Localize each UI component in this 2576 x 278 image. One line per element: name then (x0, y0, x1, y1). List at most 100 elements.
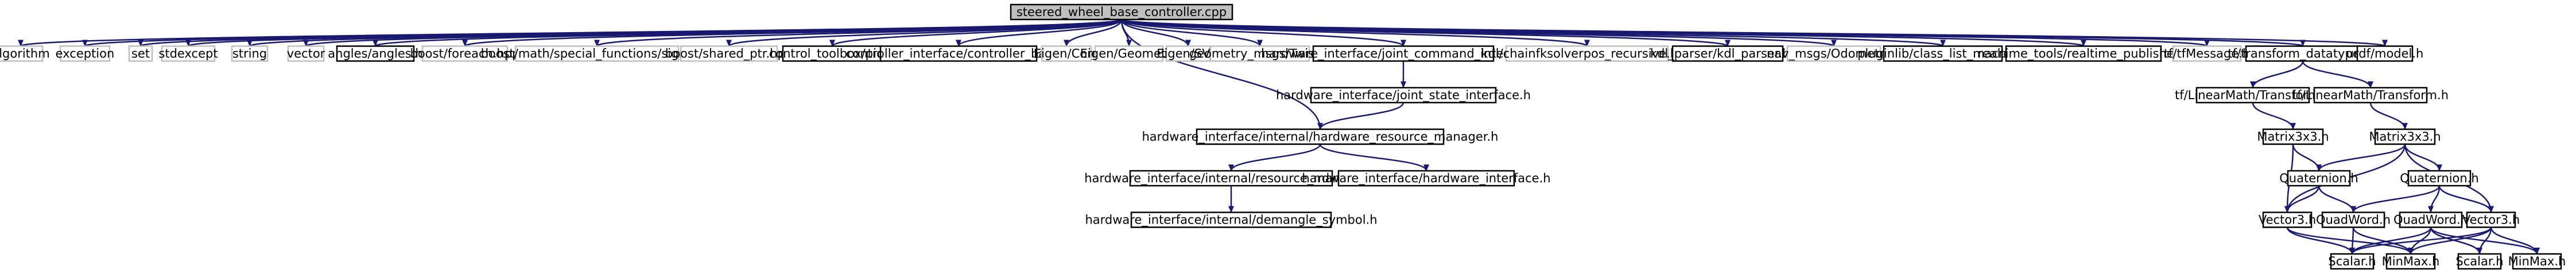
node-box-tflm_t2[interactable] (2313, 87, 2428, 104)
node-exception[interactable]: exception (56, 45, 115, 62)
node-box-hi[interactable] (1337, 170, 1515, 187)
node-box-q1[interactable] (2287, 170, 2351, 187)
node-q1[interactable]: Quaternion.h (2279, 170, 2358, 187)
node-algorithm[interactable]: algorithm (0, 45, 50, 62)
node-box-s1[interactable] (2330, 253, 2375, 270)
node-label-eigen_svd: Eigen/SVD (1157, 47, 1220, 61)
node-box-twist[interactable] (1209, 45, 1310, 62)
node-hrm[interactable]: hardware_interface/internal/hardware_res… (1142, 128, 1499, 145)
node-box-jci[interactable] (1312, 45, 1495, 62)
node-s1[interactable]: Scalar.h (2328, 253, 2376, 270)
node-box-kdl_chain[interactable] (1505, 45, 1669, 62)
node-label-tf_dt: tf/transform_datatypes.h (2228, 47, 2377, 61)
node-box-m2[interactable] (2374, 128, 2436, 145)
node-m1[interactable]: Matrix3x3.h (2257, 128, 2329, 145)
node-kdl_parser[interactable]: kdl_parser/kdl_parser.hpp (1650, 45, 1805, 62)
node-qw1[interactable]: QuadWord.h (2316, 212, 2391, 228)
node-box-angles[interactable] (336, 45, 415, 62)
node-box-ctrl_base[interactable] (879, 45, 1038, 62)
node-odometry[interactable]: nav_msgs/Odometry.h (1767, 45, 1901, 62)
node-box-qw1[interactable] (2321, 212, 2385, 228)
node-label-m1: Matrix3x3.h (2257, 130, 2329, 144)
node-demangle[interactable]: hardware_interface/internal/demangle_sym… (1085, 212, 1378, 228)
node-box-jsi[interactable] (1310, 87, 1497, 104)
node-box-v1[interactable] (2262, 212, 2313, 228)
node-box-qw2[interactable] (2399, 212, 2463, 228)
edge-tf_dt-to-tflm_t1 (2250, 61, 2304, 88)
node-box-urdf[interactable] (2356, 45, 2414, 62)
node-box-rt_pub[interactable] (2005, 45, 2162, 62)
node-box-s2[interactable] (2457, 253, 2502, 270)
node-box-demangle[interactable] (1130, 212, 1332, 228)
node-set[interactable]: set (128, 45, 153, 62)
node-box-tflm_t1[interactable] (2195, 87, 2310, 104)
node-box-pluginlib[interactable] (1883, 45, 2003, 62)
node-boost_shared[interactable]: boost/shared_ptr.hpp (665, 45, 793, 62)
node-rm[interactable]: hardware_interface/internal/resource_man… (1084, 170, 1378, 187)
node-box-boost_sign[interactable] (514, 45, 680, 62)
node-box-tf_dt[interactable] (2245, 45, 2361, 62)
node-box-mm2[interactable] (2512, 253, 2562, 270)
node-m2[interactable]: Matrix3x3.h (2369, 128, 2441, 145)
node-hi[interactable]: hardware_interface/hardware_interface.h (1302, 170, 1551, 187)
node-mm1[interactable]: MinMax.h (2382, 253, 2440, 270)
node-jsi[interactable]: hardware_interface/joint_state_interface… (1276, 87, 1531, 104)
node-box-m1[interactable] (2262, 128, 2324, 145)
node-box-boost_foreach[interactable] (421, 45, 509, 62)
node-qw2[interactable]: QuadWord.h (2393, 212, 2468, 228)
node-boost_sign[interactable]: boost/math/special_functions/sign.hpp (481, 45, 713, 62)
node-box-string[interactable] (231, 45, 269, 62)
node-kdl_chain[interactable]: kdl/chainfksolverpos_recursive.hpp (1481, 45, 1693, 62)
node-stdexcept[interactable]: stdexcept (158, 45, 218, 62)
node-box-hrm[interactable] (1196, 128, 1445, 145)
node-v2[interactable]: Vector3.h (2462, 212, 2520, 228)
node-box-kdl_parser[interactable] (1671, 45, 1784, 62)
node-mm2[interactable]: MinMax.h (2508, 253, 2566, 270)
node-box-tfmsg[interactable] (2172, 45, 2242, 62)
node-box-q2[interactable] (2407, 170, 2472, 187)
edge-root-to-twist (1120, 19, 1263, 47)
node-vector[interactable]: vector (287, 45, 325, 62)
node-urdf[interactable]: urdf/model.h (2346, 45, 2424, 62)
node-eigen_geom[interactable]: Eigen/Geometry (1080, 45, 1178, 62)
node-twist[interactable]: geometry_msgs/Twist.h (1189, 45, 1331, 62)
node-box-stdexcept[interactable] (161, 45, 216, 62)
node-box-eigen_geom[interactable] (1094, 45, 1164, 62)
node-box-boost_shared[interactable] (680, 45, 778, 62)
node-boost_foreach[interactable]: boost/foreach.hpp (410, 45, 520, 62)
node-eigen_core[interactable]: Eigen/Core (1034, 45, 1099, 62)
node-pluginlib[interactable]: pluginlib/class_list_macros.h (1857, 45, 2028, 62)
node-box-v2[interactable] (2466, 212, 2516, 228)
node-box-set[interactable] (128, 45, 153, 62)
edge-q2-to-v2 (2438, 185, 2494, 213)
node-pid[interactable]: control_toolbox/pid.h (769, 45, 896, 62)
edge-q2-to-qw2 (2428, 185, 2441, 213)
node-label-root: steered_wheel_base_controller.cpp (1017, 5, 1227, 19)
edge-v2-to-mm1 (2408, 227, 2492, 254)
node-box-exception[interactable] (59, 45, 111, 62)
node-box-eigen_core[interactable] (1041, 45, 1092, 62)
node-box-odometry[interactable] (1786, 45, 1881, 62)
edges-layer (18, 18, 2540, 254)
node-ctrl_base[interactable]: controller_interface/controller_base.h (846, 45, 1071, 62)
node-label-demangle: hardware_interface/internal/demangle_sym… (1085, 213, 1377, 228)
node-box-mm1[interactable] (2385, 253, 2436, 270)
node-tfmsg[interactable]: tf/tfMessage.h (2164, 45, 2250, 62)
node-tflm_t2[interactable]: tf/LinearMath/Transform.h (2292, 87, 2449, 104)
node-box-algorithm[interactable] (0, 45, 44, 62)
node-tflm_t1[interactable]: tf/LinearMath/Transform.h (2175, 87, 2331, 104)
node-s2[interactable]: Scalar.h (2455, 253, 2504, 270)
node-angles[interactable]: angles/angles.h (328, 45, 423, 62)
node-box-vector[interactable] (287, 45, 325, 62)
node-box-rm[interactable] (1129, 170, 1333, 187)
node-rt_pub[interactable]: realtime_tools/realtime_publisher.h (1978, 45, 2190, 62)
node-v1[interactable]: Vector3.h (2259, 212, 2316, 228)
node-box-pid[interactable] (782, 45, 883, 62)
node-jci[interactable]: hardware_interface/joint_command_interfa… (1261, 45, 1546, 62)
node-tf_dt[interactable]: tf/transform_datatypes.h (2228, 45, 2378, 62)
node-box-root[interactable] (1010, 3, 1233, 21)
node-root[interactable]: steered_wheel_base_controller.cpp (1010, 3, 1233, 21)
node-string[interactable]: string (231, 45, 269, 62)
node-q2[interactable]: Quaternion.h (2400, 170, 2479, 187)
node-label-qw1: QuadWord.h (2316, 213, 2391, 227)
